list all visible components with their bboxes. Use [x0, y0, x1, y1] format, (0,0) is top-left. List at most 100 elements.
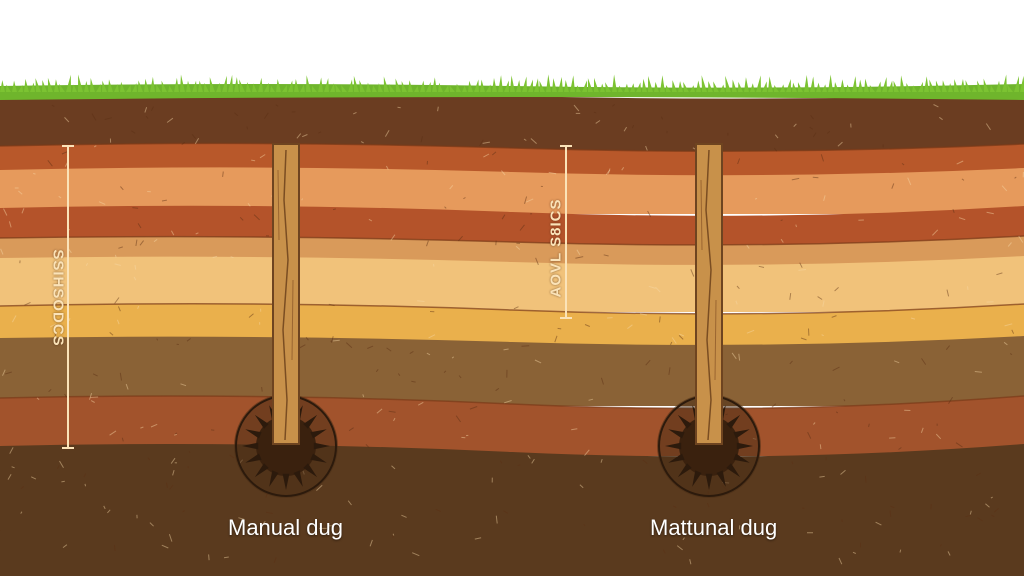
soil-speck [670, 341, 673, 346]
soil-speck [773, 147, 778, 152]
soil-speck [495, 515, 498, 524]
left-method-label: Manual dug [228, 515, 343, 540]
soil-speck [575, 256, 584, 259]
soil-speck [621, 167, 625, 171]
soil-speck [98, 201, 106, 205]
soil-speck [800, 337, 807, 341]
root-spike [269, 470, 279, 487]
soil-speck [832, 366, 840, 372]
soil-speck [114, 254, 117, 258]
grass-blade [35, 78, 41, 92]
soil-speck [352, 111, 357, 115]
grass-blade [690, 85, 695, 92]
grass-blade [108, 79, 113, 92]
soil-speck [33, 172, 36, 175]
soil-speck [375, 368, 379, 373]
soil-speck [812, 176, 819, 179]
soil-speck [275, 521, 279, 523]
soil-speck [251, 159, 256, 162]
soil-speck [523, 138, 527, 141]
grass-blade [678, 81, 683, 92]
soil-speck [754, 197, 758, 200]
grass-blade [114, 84, 119, 92]
grass-blade [558, 76, 563, 92]
soil-speck [600, 458, 603, 463]
soil-speck [746, 329, 755, 334]
soil-speck [593, 111, 597, 114]
soil-speck [524, 196, 528, 204]
soil-speck [121, 437, 124, 442]
soil-speck [328, 303, 335, 307]
grass-blade [209, 77, 215, 92]
soil-speck [261, 386, 263, 392]
grass-blade [348, 79, 353, 92]
grass-blade [846, 84, 851, 92]
grass-blade [876, 81, 881, 92]
soil-speck [975, 472, 982, 477]
grass-blade [276, 78, 281, 92]
soil-speck [386, 347, 392, 352]
soil-speck [645, 359, 651, 366]
soil-speck [501, 170, 506, 176]
root-spike [313, 442, 330, 450]
soil-speck [182, 510, 185, 513]
soil-speck [2, 369, 6, 376]
sand-layer [0, 256, 1024, 312]
grass-blade [983, 78, 989, 92]
soil-speck [161, 544, 169, 549]
grass-blade [462, 85, 467, 92]
grass-blade [378, 83, 383, 92]
soil-speck [149, 522, 154, 527]
soil-speck [737, 158, 741, 165]
soil-speck [648, 285, 656, 289]
soil-speck [503, 510, 509, 514]
grass-blade [198, 80, 203, 92]
soil-speck [809, 126, 814, 130]
grass-blade [6, 84, 11, 92]
soil-speck [20, 486, 25, 490]
grass-blade [701, 75, 707, 92]
grass-blade [138, 80, 143, 92]
soil-speck [435, 508, 442, 513]
soil-speck [296, 133, 302, 139]
soil-speck [5, 371, 12, 375]
soil-speck [771, 403, 777, 408]
grass-blade [539, 80, 545, 92]
grass-blade [72, 84, 77, 92]
root-spike [254, 463, 269, 478]
soil-speck [401, 514, 407, 518]
soil-speck [1014, 176, 1017, 179]
soil-speck [107, 509, 111, 514]
soil-speck [8, 221, 12, 228]
soil-speck [611, 104, 616, 107]
left-scale-bar [62, 145, 74, 449]
soil-speck [360, 141, 364, 144]
soil-speck [140, 426, 144, 429]
soil-speck [426, 240, 429, 247]
soil-speck [180, 383, 187, 387]
soil-speck [837, 141, 843, 147]
soil-speck [958, 217, 966, 221]
soil-speck [417, 401, 424, 406]
soil-speck [1003, 341, 1008, 346]
soil-speck [318, 131, 322, 134]
soil-speck [819, 475, 825, 478]
grass-blade [696, 80, 701, 92]
grass-blade [264, 82, 269, 92]
grass-blade [774, 84, 779, 92]
soil-speck [1018, 235, 1024, 243]
grass-blade [672, 80, 677, 92]
soil-speck [253, 214, 260, 221]
soil-speck [535, 257, 539, 265]
soil-speck [30, 476, 37, 480]
grass-blade [713, 81, 719, 92]
grass-blade [648, 76, 653, 92]
grass-blade [311, 85, 317, 92]
soil-speck [531, 458, 535, 464]
grass-blade [972, 85, 977, 92]
grass-blade [432, 77, 437, 92]
soil-speck [208, 554, 210, 561]
grass-blade [552, 78, 557, 92]
soil-speck [901, 163, 905, 166]
grass-blade [282, 84, 287, 92]
